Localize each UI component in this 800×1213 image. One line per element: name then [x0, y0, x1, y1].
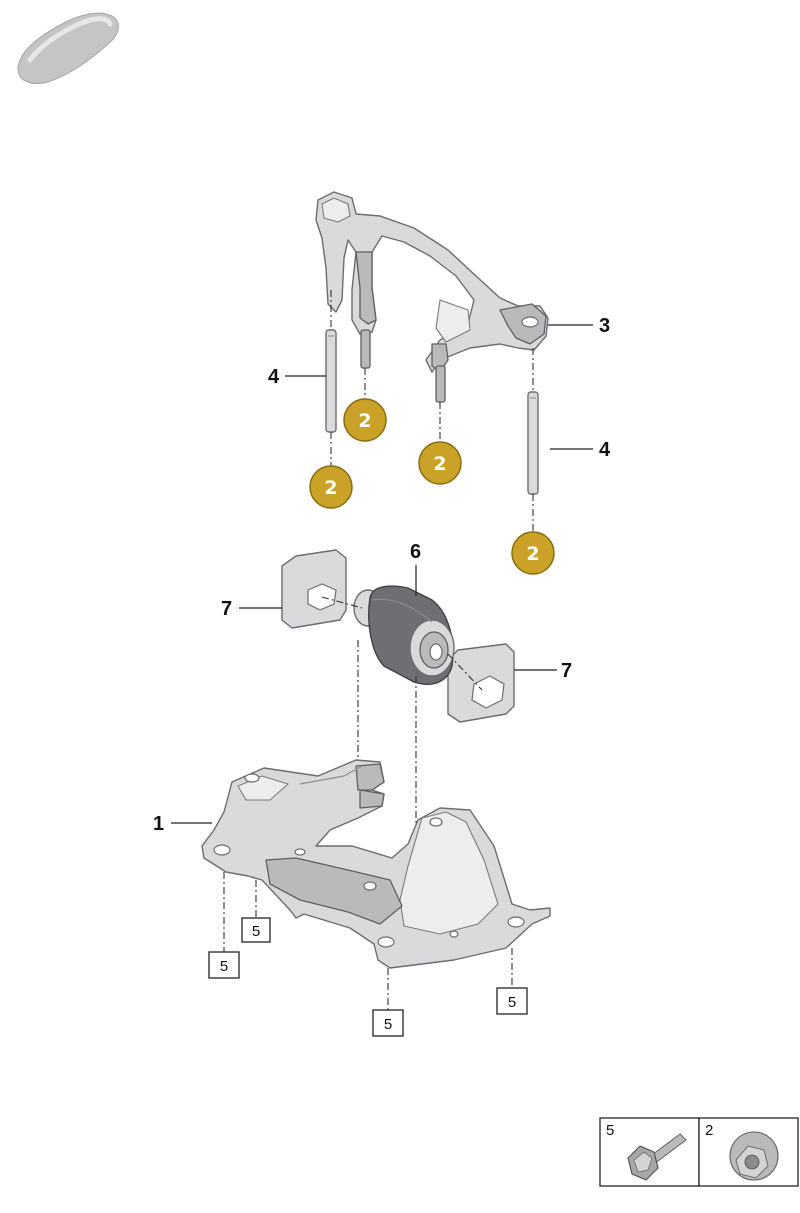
boxed-ref-part-5-b[interactable]: 5: [208, 951, 240, 979]
car-silhouette-icon: [17, 12, 119, 84]
callout-part-6: 6: [410, 541, 421, 563]
upper-bracket-part: [315, 191, 549, 373]
svg-text:2: 2: [324, 477, 337, 499]
svg-text:2: 2: [433, 453, 446, 475]
rubber-bushing-part: [353, 585, 455, 685]
bracket-stud-right: [435, 365, 446, 403]
bolt-icon: [627, 1133, 687, 1181]
crossmember-part: [201, 759, 551, 969]
svg-text:2: 2: [526, 543, 539, 565]
svg-text:5: 5: [508, 994, 516, 1011]
badge-part-2-b[interactable]: 2: [418, 441, 462, 485]
callout-part-1: 1: [153, 813, 164, 835]
callout-part-4-left: 4: [268, 366, 280, 388]
badge-part-2-a[interactable]: 2: [343, 398, 387, 442]
svg-text:5: 5: [384, 1016, 392, 1033]
bracket-stud-left: [360, 329, 371, 369]
svg-text:2: 2: [358, 410, 371, 432]
long-stud-left: [325, 329, 337, 433]
callout-part-3: 3: [599, 315, 610, 337]
legend-label-nut: 2: [705, 1122, 713, 1139]
callout-part-4-right: 4: [599, 439, 611, 461]
svg-text:5: 5: [220, 958, 228, 975]
boxed-ref-part-5-a[interactable]: 5: [241, 917, 271, 943]
badge-part-2-c[interactable]: 2: [309, 465, 353, 509]
washer-plate-right: [447, 643, 515, 723]
callout-part-7-right: 7: [561, 660, 572, 682]
nut-icon: [729, 1131, 779, 1181]
legend-box: 5 2: [599, 1117, 799, 1187]
callout-part-7-left: 7: [221, 598, 232, 620]
washer-plate-left: [281, 549, 347, 629]
badge-part-2-d[interactable]: 2: [511, 531, 555, 575]
svg-text:5: 5: [252, 923, 260, 940]
long-stud-right: [527, 391, 539, 495]
legend-label-bolt: 5: [606, 1122, 614, 1139]
boxed-ref-part-5-d[interactable]: 5: [372, 1009, 404, 1037]
boxed-ref-part-5-c[interactable]: 5: [496, 987, 528, 1015]
